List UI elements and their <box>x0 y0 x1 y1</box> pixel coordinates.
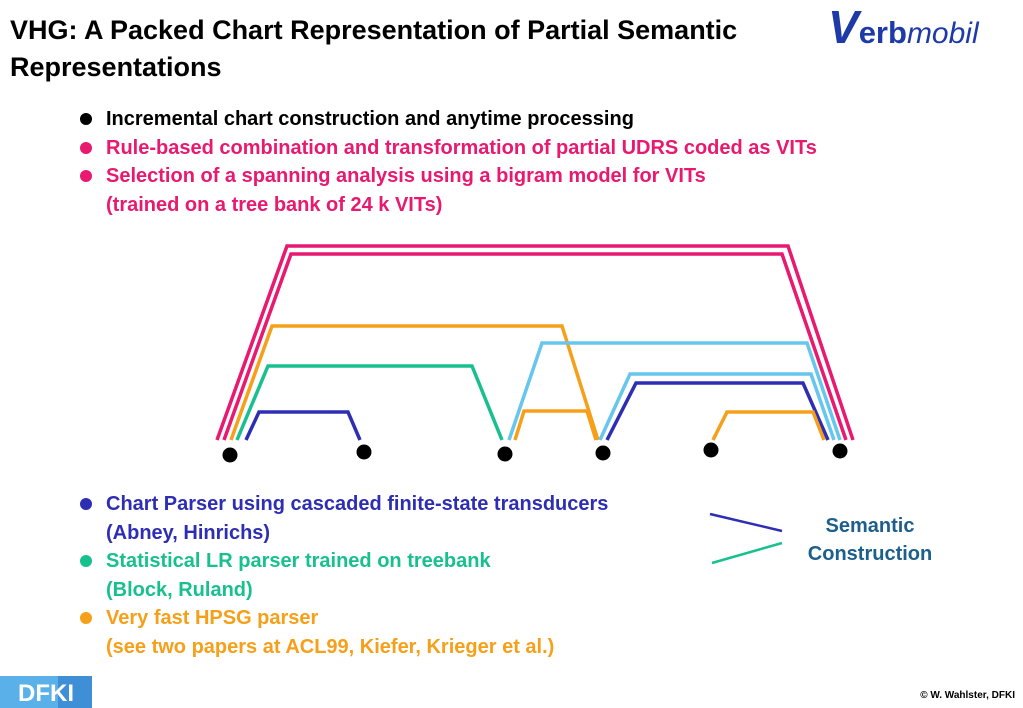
semantic-construction-label: Semantic Construction <box>807 515 933 565</box>
lightblue-large-edge <box>507 341 842 441</box>
bottom-bullet-list: Chart Parser using cascaded finite-state… <box>80 490 608 661</box>
bullet-text: Chart Parser using cascaded finite-state… <box>106 493 609 515</box>
bullet-item: Very fast HPSG parser (see two papers at … <box>80 604 608 661</box>
bullet-text: Rule-based combination and transformatio… <box>106 136 817 159</box>
blue-right-edge <box>605 381 830 441</box>
pink-inner-edge <box>222 252 848 441</box>
bullet-dot-icon <box>80 141 92 154</box>
green-connector-line <box>711 541 783 565</box>
bullet-text: Very fast HPSG parser <box>106 607 319 629</box>
chart-node <box>595 445 611 461</box>
bullet-text: (trained on a tree bank of 24 k VITs) <box>106 193 443 216</box>
bullet-dot-icon <box>80 612 92 624</box>
blue-connector-line <box>709 512 783 533</box>
bullet-text: Incremental chart construction and anyti… <box>106 108 634 130</box>
orange-large-edge <box>229 324 600 441</box>
verbmobil-logo: Verbmobil <box>828 1 979 53</box>
bullet-text: (see two papers at ACL99, Kiefer, Kriege… <box>106 635 555 658</box>
bullet-item: Chart Parser using cascaded finite-state… <box>80 490 608 547</box>
bullet-text: (Abney, Hinrichs) <box>106 521 271 544</box>
bullet-dot-icon <box>80 498 92 510</box>
chart-node <box>497 446 513 462</box>
orange-right-edge <box>711 410 826 441</box>
bullet-dot-icon <box>80 555 92 567</box>
dfki-logo: DFKI <box>0 676 92 708</box>
chart-node <box>832 443 848 459</box>
slide-title: VHG: A Packed Chart Representation of Pa… <box>10 15 738 82</box>
chart-node <box>703 442 719 458</box>
top-bullet-list: Incremental chart construction and anyti… <box>80 105 817 219</box>
bullet-text: Statistical LR parser trained on treeban… <box>106 550 491 572</box>
copyright-credit: © W. Wahlster, DFKI <box>920 690 1015 701</box>
lightblue-inner-edge <box>598 372 836 441</box>
bullet-item: Selection of a spanning analysis using a… <box>80 162 817 219</box>
chart-node <box>356 444 372 460</box>
bullet-item: Incremental chart construction and anyti… <box>80 105 817 134</box>
bullet-dot-icon <box>80 170 92 182</box>
bullet-text: Selection of a spanning analysis using a… <box>106 165 706 187</box>
bullet-dot-icon <box>80 113 92 125</box>
chart-node <box>222 447 238 463</box>
pink-outer-edge <box>215 244 855 441</box>
bullet-text: (Block, Ruland) <box>106 578 253 601</box>
green-edge <box>235 364 504 441</box>
orange-small-edge <box>513 409 598 441</box>
bullet-item: Statistical LR parser trained on treeban… <box>80 547 608 604</box>
svg-text:DFKI: DFKI <box>18 680 74 707</box>
blue-small-edge <box>244 410 362 441</box>
bullet-item: Rule-based combination and transformatio… <box>80 134 817 163</box>
